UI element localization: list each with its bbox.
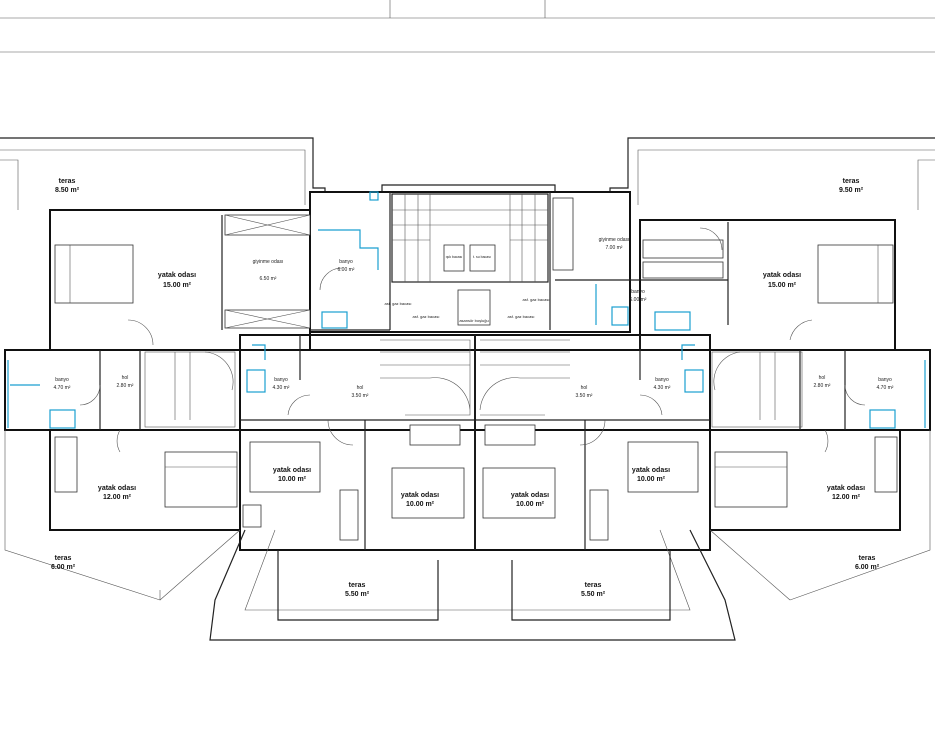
stairs-left-lower: [144, 351, 236, 428]
banyo-tr-name: banyo: [631, 289, 645, 295]
hol-l-area: 2.80 m²: [117, 383, 134, 389]
banyo-tr-area: 6.00 m²: [630, 297, 647, 303]
yatak-bl-area: 12.00 m²: [103, 494, 132, 501]
bathroom-fixtures: [7, 191, 926, 429]
teras-tl-name: teras: [59, 178, 76, 185]
shaft-c1: ışık bacası: [446, 255, 463, 259]
giyinme-l-name: giyinme odası: [253, 259, 284, 265]
roof-lines: [0, 0, 935, 53]
banyo-tl-name: banyo: [339, 259, 353, 265]
teras-bl-area: 6.00 m²: [51, 564, 76, 571]
shaft-r2: asf. gaz bacası: [508, 314, 535, 319]
teras-bcr-name: teras: [585, 582, 602, 589]
yatak-br-area: 12.00 m²: [832, 494, 861, 501]
beds: [54, 244, 894, 519]
banyo-ml-area: 4.70 m²: [54, 385, 71, 391]
yatak-tl-area: 15.00 m²: [163, 282, 192, 289]
teras-tr-area: 9.50 m²: [839, 187, 864, 194]
banyo-mr-area: 4.70 m²: [877, 385, 894, 391]
banyo-cr-area: 4.30 m²: [654, 385, 671, 391]
yatak-cl1-area: 10.00 m²: [278, 476, 307, 483]
giyinme-r-name: giyinme odası: [599, 237, 630, 243]
interior-walls: [99, 192, 846, 550]
yatak-cl2-area: 10.00 m²: [406, 501, 435, 508]
yatak-cr2-area: 10.00 m²: [637, 476, 666, 483]
teras-bcr-area: 5.50 m²: [581, 591, 606, 598]
teras-bcl-area: 5.50 m²: [345, 591, 370, 598]
teras-tl-area: 8.50 m²: [55, 187, 80, 194]
shaft-c2: t. su bacası: [473, 255, 491, 259]
yatak-bl-name: yatak odası: [98, 485, 136, 492]
shaft-l1: asf. gaz bacası: [385, 301, 412, 306]
stairs-right-lower: [711, 351, 803, 428]
yatak-cl2-name: yatak odası: [401, 492, 439, 499]
hol-r-name: hol: [819, 375, 826, 381]
yatak-cl1-name: yatak odası: [273, 467, 311, 474]
banyo-ml-name: banyo: [55, 377, 69, 383]
stairs-center: [380, 339, 570, 416]
yatak-cr2-name: yatak odası: [632, 467, 670, 474]
closets: [54, 197, 898, 541]
banyo-cl-area: 4.30 m²: [273, 385, 290, 391]
teras-bcl-name: teras: [349, 582, 366, 589]
banyo-mr-name: banyo: [878, 377, 892, 383]
shaft-labels: asf. gaz bacası asf. gaz bacası asf. gaz…: [385, 255, 550, 323]
teras-bl-name: teras: [55, 555, 72, 562]
banyo-cr-name: banyo: [655, 377, 669, 383]
teras-tr-name: teras: [843, 178, 860, 185]
yatak-cr1-name: yatak odası: [511, 492, 549, 499]
hol-r-area: 2.80 m²: [814, 383, 831, 389]
doors: [79, 227, 866, 453]
yatak-tr-area: 15.00 m²: [768, 282, 797, 289]
banyo-tl-area: 6.00 m²: [338, 267, 355, 273]
hol-cr-area: 3.50 m²: [576, 393, 593, 399]
giyinme-r-area: 7.00 m²: [606, 245, 623, 251]
yatak-tr-name: yatak odası: [763, 272, 801, 279]
hol-cr-name: hol: [581, 385, 588, 391]
yatak-br-name: yatak odası: [827, 485, 865, 492]
shaft-r1: asf. gaz bacası: [523, 297, 550, 302]
teras-br-area: 6.00 m²: [855, 564, 880, 571]
giyinme-l-area: 6.50 m²: [260, 276, 277, 282]
shaft-center: asansör boşluğu: [459, 318, 488, 323]
teras-br-name: teras: [859, 555, 876, 562]
hol-cl-area: 3.50 m²: [352, 393, 369, 399]
room-labels: teras 8.50 m² teras 9.50 m² yatak odası …: [51, 178, 894, 598]
stair-core: [391, 193, 549, 326]
yatak-tl-name: yatak odası: [158, 272, 196, 279]
yatak-cr1-area: 10.00 m²: [516, 501, 545, 508]
hol-l-name: hol: [122, 375, 129, 381]
hol-cl-name: hol: [357, 385, 364, 391]
shaft-l2: asf. gaz bacası: [413, 314, 440, 319]
banyo-cl-name: banyo: [274, 377, 288, 383]
